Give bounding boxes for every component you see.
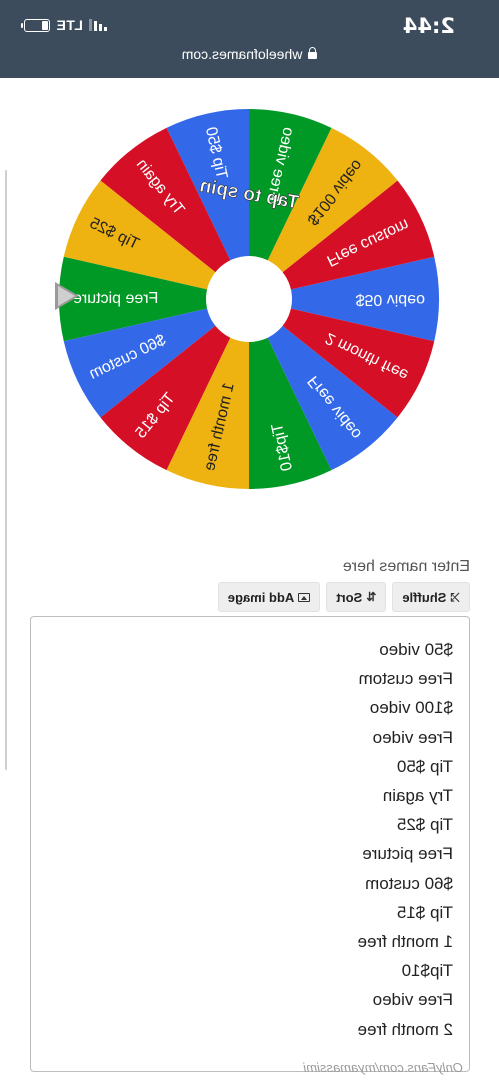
clock: 2:44	[402, 14, 455, 38]
lock-icon	[308, 52, 318, 59]
wheel-segment	[249, 256, 440, 342]
wheel-segment	[249, 299, 398, 471]
wheel-segment	[58, 256, 249, 342]
signal-icon	[88, 19, 107, 31]
wheel-segment	[249, 299, 332, 489]
network-type: LTE	[56, 17, 83, 33]
wheel-segment-label: $50 video	[356, 291, 425, 308]
entry-line: Free custom	[358, 669, 453, 689]
shuffle-icon: ⤨	[450, 589, 460, 604]
image-icon	[298, 592, 311, 602]
add-image-button[interactable]: Add image	[217, 582, 321, 612]
entry-line: $60 custom	[365, 873, 453, 893]
add-image-label: Add image	[227, 589, 295, 605]
status-icons: LTE	[24, 17, 107, 33]
entry-line: 1 month free	[357, 932, 453, 952]
entry-line: Free video	[372, 990, 453, 1010]
entry-line: Free video	[372, 727, 453, 747]
editor-toolbar: ⤨ Shuffle ⇅ Sort Add image	[217, 582, 470, 612]
url-text: wheelofnames.com	[181, 46, 303, 62]
shuffle-button[interactable]: ⤨ Shuffle	[392, 582, 470, 612]
sort-icon: ⇅	[366, 590, 377, 604]
wheel-segment	[63, 180, 249, 299]
wheel-segment	[166, 109, 249, 299]
names-textarea[interactable]: $50 video Free custom $100 video Free vi…	[30, 616, 470, 1072]
entry-line: $50 video	[379, 640, 453, 659]
wheel-segment	[100, 127, 249, 299]
watermark-text: OnlyFans.com/myamassimi	[303, 1060, 463, 1075]
entry-line: 2 month free	[357, 1019, 453, 1039]
shuffle-label: Shuffle	[402, 589, 447, 605]
entry-line: Tip $50	[396, 756, 453, 776]
names-label: Enter names here	[342, 558, 470, 575]
wheel-segment	[100, 299, 249, 471]
entry-line: Try again	[382, 786, 453, 806]
entry-line: Tip$10	[401, 961, 453, 981]
battery-icon	[24, 18, 50, 32]
wheel-segment	[249, 180, 435, 299]
wheel-pointer-inner	[58, 286, 75, 306]
entry-line: Free picture	[362, 844, 453, 864]
scrollbar[interactable]	[5, 170, 7, 770]
wheel-segment-label: Free picture	[73, 290, 158, 307]
entry-line: Tip $25	[396, 815, 453, 835]
entry-line: Tip $15	[396, 902, 453, 922]
sort-label: Sort	[336, 589, 363, 605]
url-bar[interactable]: wheelofnames.com	[0, 46, 499, 62]
sort-button[interactable]: ⇅ Sort	[326, 582, 387, 612]
wheel-segment	[166, 299, 249, 489]
status-bar: 2:44 LTE wheelofnames.com	[0, 0, 499, 78]
wheel-segment	[63, 299, 249, 418]
wheel-hub	[206, 256, 292, 342]
wheel-segment	[249, 109, 332, 299]
wheel-segment	[249, 299, 435, 418]
wheel-segment	[249, 127, 398, 299]
entry-line: $100 video	[369, 698, 453, 718]
